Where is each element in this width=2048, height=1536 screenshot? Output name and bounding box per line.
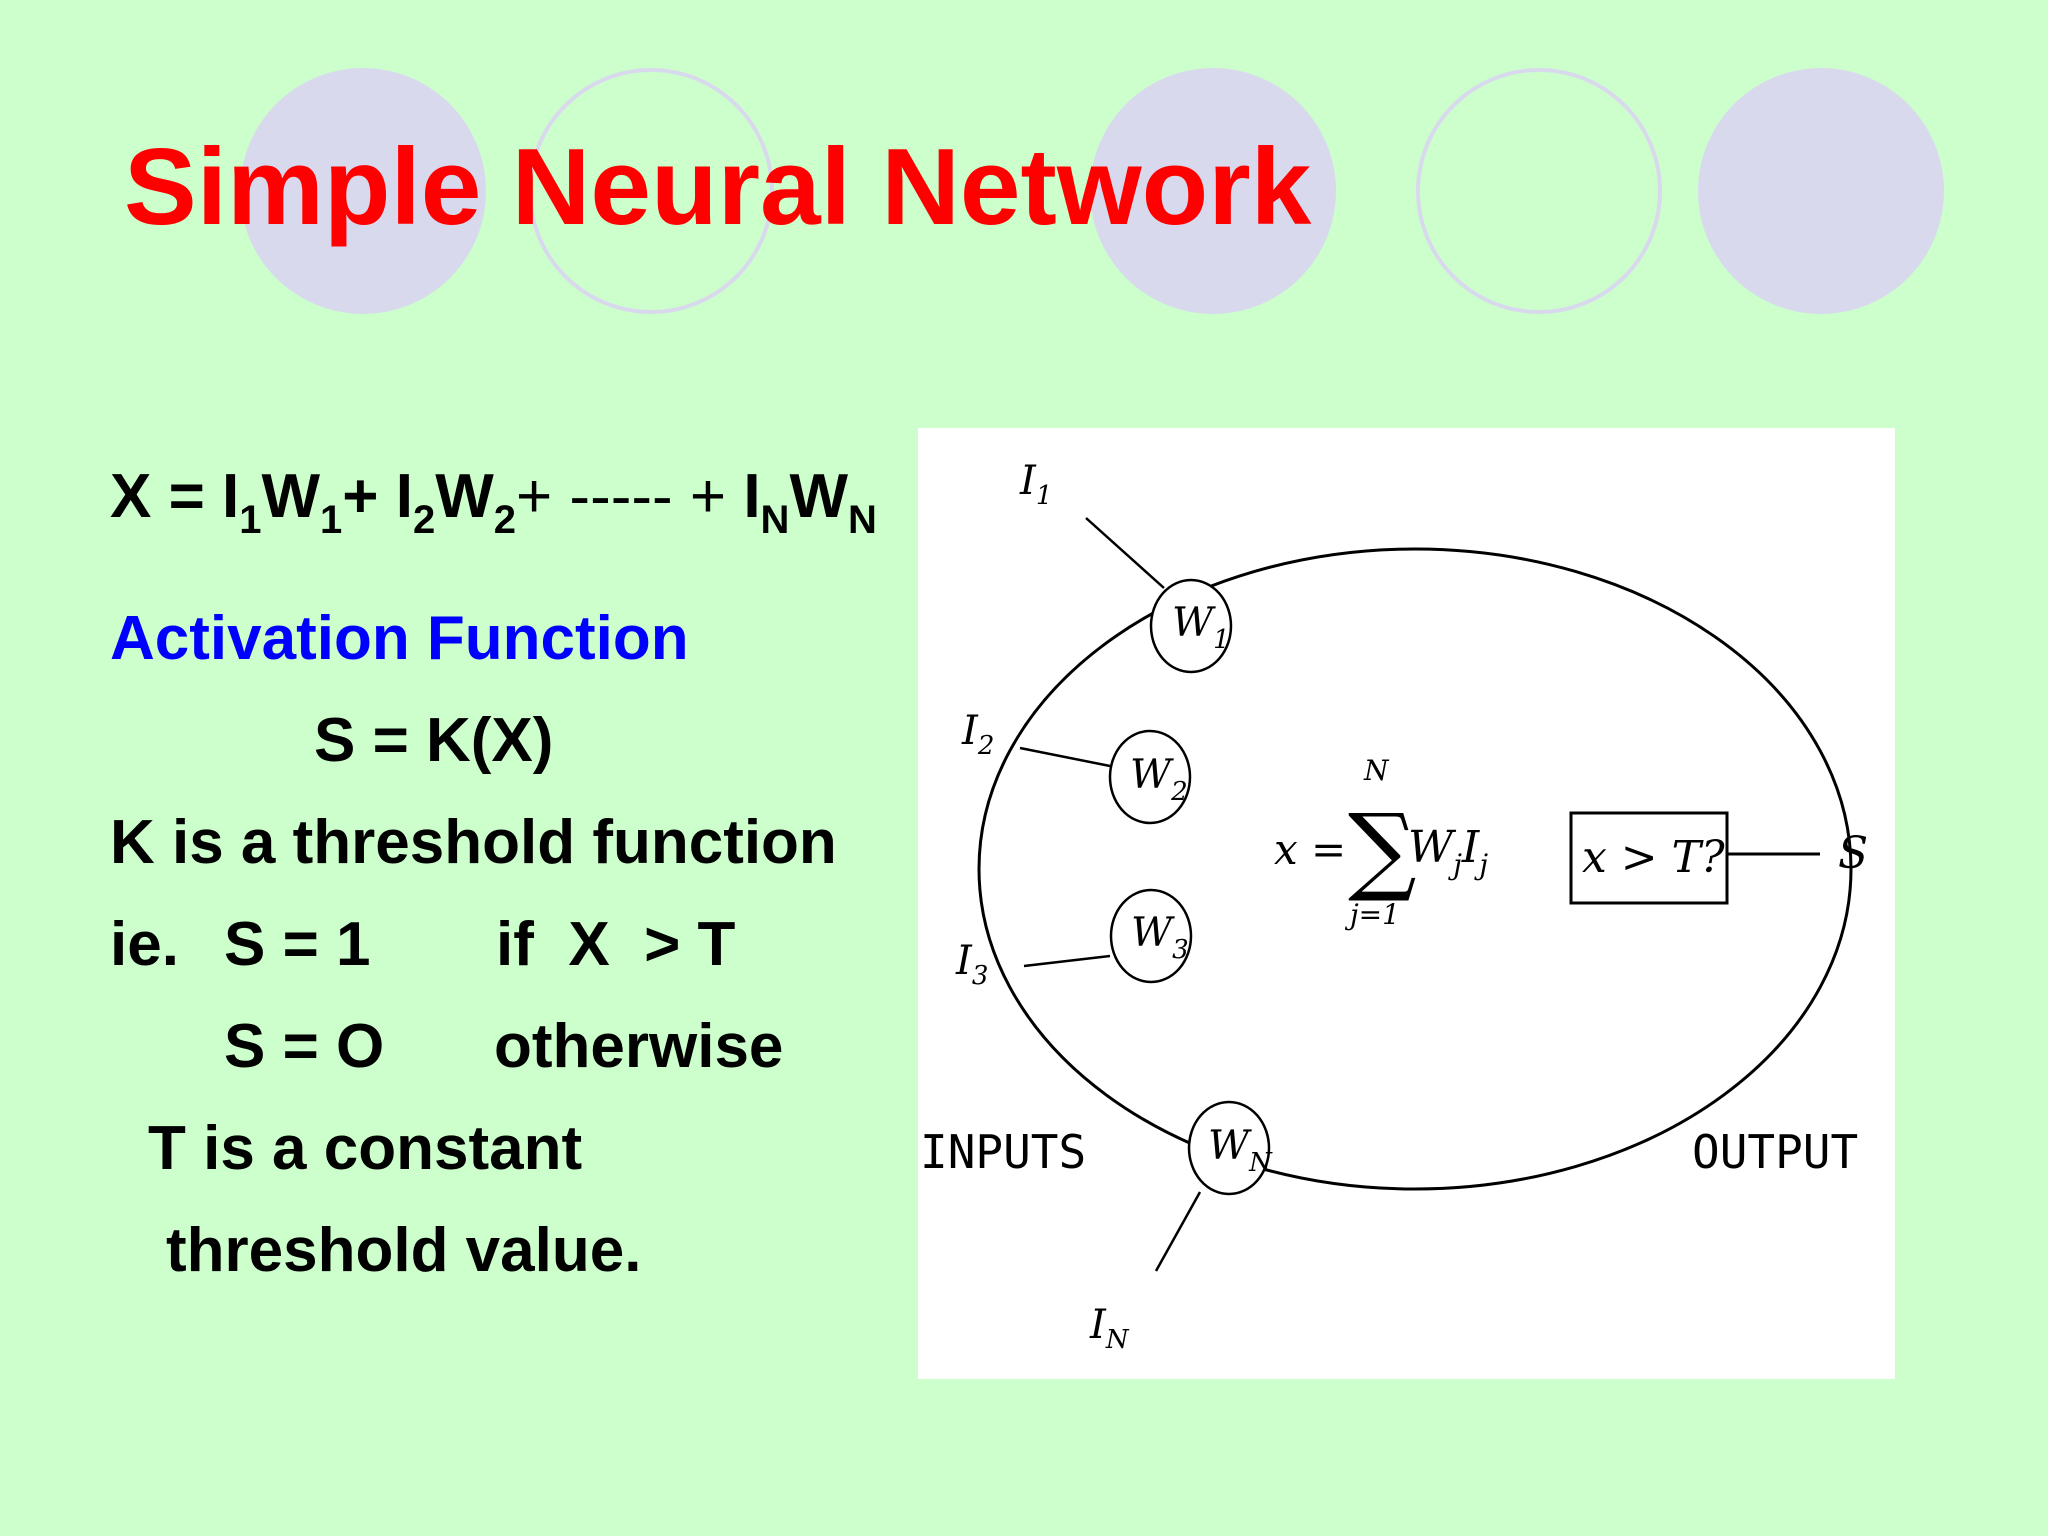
decor-circle-2 bbox=[1090, 68, 1336, 314]
sum-term: WjIj bbox=[1408, 822, 1488, 881]
input-line-1 bbox=[1085, 517, 1165, 589]
input-label-1: I1 bbox=[1019, 458, 1052, 511]
weight-label-2: W2 bbox=[1130, 752, 1188, 807]
output-caption: OUTPUT bbox=[1692, 1125, 1858, 1179]
slide-title: Simple Neural Network bbox=[124, 126, 1312, 248]
neuron-diagram: W1 W2 W3 WN I1 I2 I3 IN x = ∑ N j=1 WjIj… bbox=[918, 428, 1895, 1379]
decor-ring-2 bbox=[1416, 68, 1662, 314]
input-label-3: I3 bbox=[955, 938, 988, 991]
weight-circle-2 bbox=[1108, 729, 1192, 825]
input-line-2 bbox=[1019, 746, 1111, 768]
case-cond: otherwise bbox=[494, 1012, 784, 1081]
output-symbol: S bbox=[1838, 828, 1868, 879]
neuron-body bbox=[977, 547, 1853, 1191]
case-expr: S = O bbox=[224, 1012, 385, 1081]
decor-circle-3 bbox=[1698, 68, 1944, 314]
weighted-sum-formula: X = I1W1+ I2W2+ ----- + INWN bbox=[110, 462, 877, 542]
decor-ring-1 bbox=[528, 68, 774, 314]
weight-circle-1 bbox=[1149, 578, 1233, 674]
input-line-n bbox=[1154, 1191, 1202, 1272]
neuron-diagram-svg: W1 W2 W3 WN I1 I2 I3 IN x = ∑ N j=1 WjIj… bbox=[920, 458, 1868, 1355]
case-greater: ie. S = 1 if X > T bbox=[110, 910, 735, 979]
weight-label-n: WN bbox=[1208, 1123, 1273, 1178]
inputs-caption: INPUTS bbox=[920, 1125, 1086, 1179]
activation-equation: S = K(X) bbox=[314, 706, 554, 775]
constant-note-1: T is a constant bbox=[148, 1114, 583, 1183]
decor-circle-1 bbox=[240, 68, 486, 314]
weight-circle-3 bbox=[1109, 888, 1193, 984]
weight-label-3: W3 bbox=[1131, 910, 1189, 965]
weight-circle-n bbox=[1187, 1100, 1271, 1196]
activation-heading: Activation Function bbox=[110, 604, 689, 673]
case-prefix: ie. bbox=[110, 910, 179, 979]
input-label-2: I2 bbox=[961, 708, 994, 761]
weight-label-1: W1 bbox=[1172, 600, 1230, 655]
sum-lower-bound: j=1 bbox=[1344, 898, 1400, 931]
sum-lhs: x = bbox=[1274, 825, 1346, 874]
threshold-box-label: x > T? bbox=[1582, 832, 1725, 883]
sum-symbol: ∑ bbox=[1348, 793, 1417, 905]
constant-note-2: threshold value. bbox=[166, 1216, 642, 1285]
threshold-box bbox=[1569, 811, 1729, 905]
input-line-3 bbox=[1023, 954, 1111, 968]
case-expr: S = 1 bbox=[224, 910, 371, 979]
threshold-description: K is a threshold function bbox=[110, 808, 837, 877]
sum-upper-bound: N bbox=[1363, 754, 1390, 787]
input-label-n: IN bbox=[1089, 1302, 1130, 1355]
case-cond: if X > T bbox=[496, 910, 736, 979]
